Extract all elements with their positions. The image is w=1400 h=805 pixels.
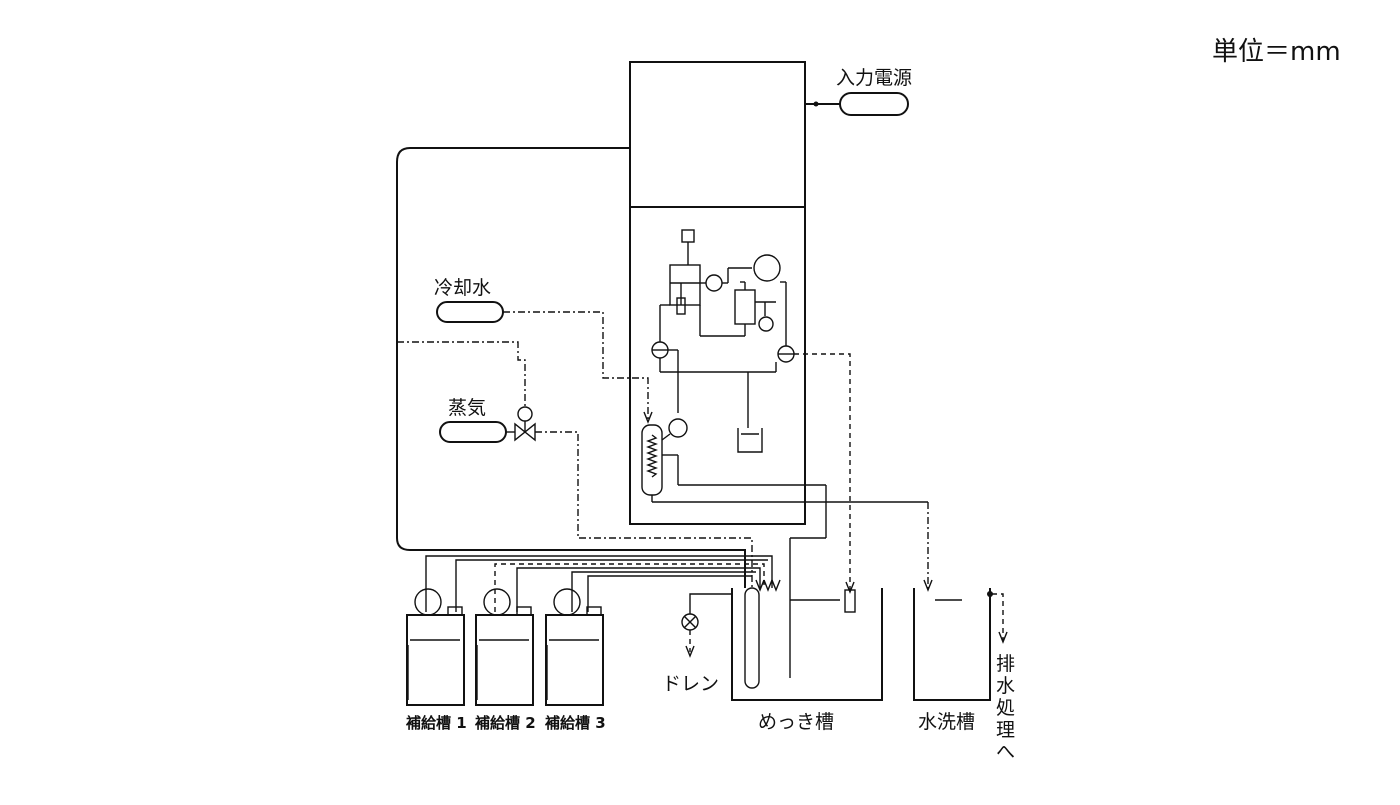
power-line [396, 147, 746, 588]
plating-tank-label: めっき槽 [758, 711, 834, 733]
to-wastewater-label-1: 水 [996, 675, 1015, 697]
unit-label: 単位＝mm [1212, 37, 1341, 67]
rinse-tank-label: 水洗槽 [918, 711, 975, 733]
control-cabinet [629, 61, 806, 525]
plating-tank: めっき槽 [731, 587, 883, 733]
rinse-tank: 水洗槽 [913, 588, 993, 733]
to-wastewater-label-4: へ [996, 741, 1015, 763]
drain: ドレン [662, 593, 732, 695]
supply-tank-2-label: 補給槽 2 [474, 714, 536, 732]
supply-tank-1-label: 補給槽 1 [405, 714, 467, 732]
to-wastewater-label-3: 理 [996, 719, 1015, 741]
cooling-water-label: 冷却水 [434, 277, 491, 299]
wastewater-outlet: 排 水 処 理 へ [992, 593, 1015, 763]
supply-tank-3: 補給槽 3 [544, 588, 606, 732]
supply-tank-2: 補給槽 2 [474, 588, 536, 732]
supply-tank-3-label: 補給槽 3 [544, 714, 606, 732]
steam-label: 蒸気 [448, 397, 486, 419]
steam-valve-icon [514, 422, 536, 442]
to-wastewater-label-2: 処 [996, 697, 1015, 719]
steam-supply: 蒸気 [397, 341, 753, 588]
power-input-label: 入力電源 [836, 67, 912, 89]
supply-manifold [425, 555, 781, 612]
sample-line [794, 353, 851, 590]
power-input: 入力電源 [805, 67, 912, 116]
supply-tank-1: 補給槽 1 [405, 588, 467, 732]
to-wastewater-label-0: 排 [996, 653, 1015, 675]
cooling-water-supply: 冷却水 [434, 277, 653, 424]
drain-label: ドレン [662, 673, 719, 695]
analyzer-unit [641, 229, 928, 678]
